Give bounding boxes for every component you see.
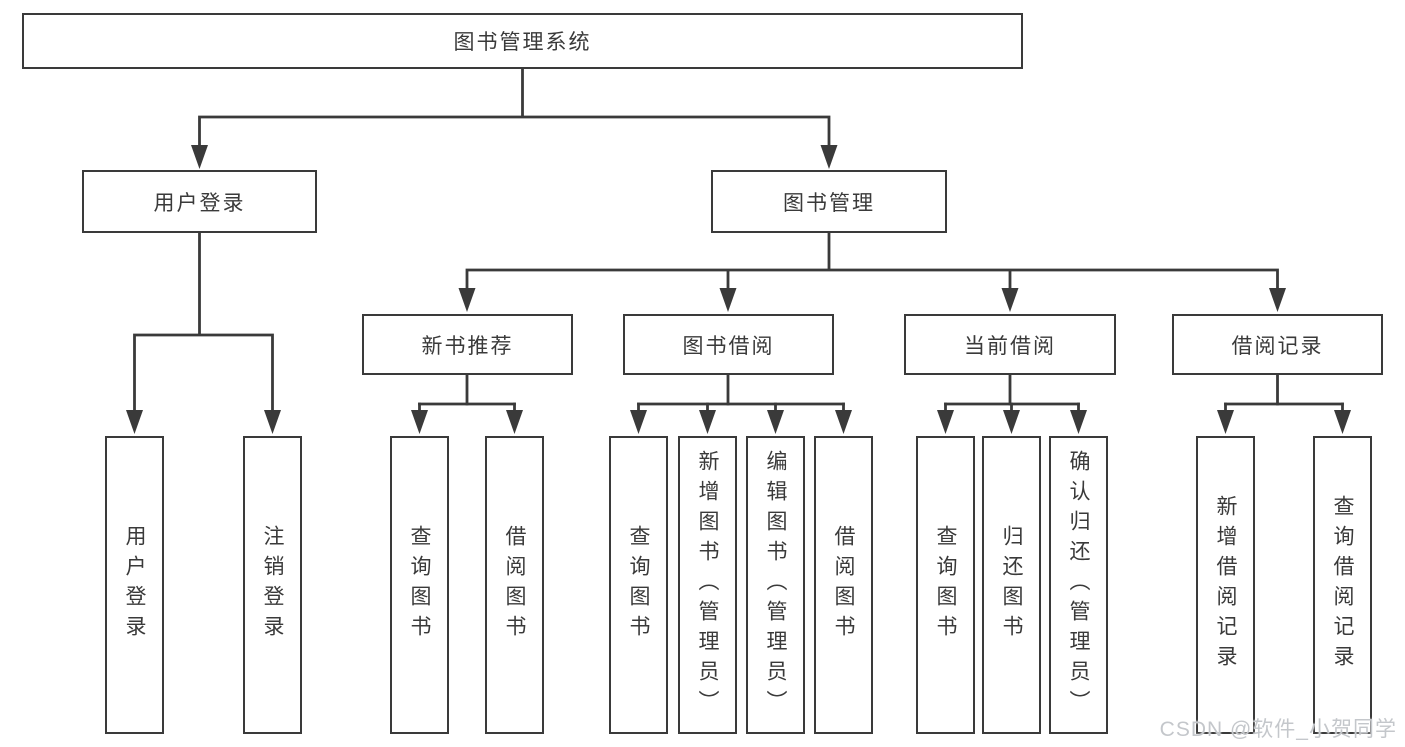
- csdn-watermark: CSDN @软件_小贺同学: [1159, 718, 1397, 741]
- leaf-logout: 注销登录: [243, 436, 302, 734]
- leaf-borrow-books-recommend-label: 借阅图书: [503, 525, 526, 645]
- leaf-query-borrow-record-label: 查询借阅记录: [1331, 495, 1354, 675]
- leaf-confirm-return-admin-label: 确认归还（管理员）: [1067, 450, 1090, 720]
- node-new-book-recommend: 新书推荐: [362, 314, 573, 375]
- node-book-management: 图书管理: [711, 170, 947, 233]
- leaf-user-login-label: 用户登录: [123, 525, 146, 645]
- leaf-logout-label: 注销登录: [261, 525, 284, 645]
- leaf-query-books-borrow: 查询图书: [609, 436, 668, 734]
- leaf-add-books-admin: 新增图书（管理员）: [678, 436, 737, 734]
- node-root-library-system: 图书管理系统: [22, 13, 1023, 69]
- leaf-user-login: 用户登录: [105, 436, 164, 734]
- node-current-borrow: 当前借阅: [904, 314, 1116, 375]
- leaf-query-books-recommend: 查询图书: [390, 436, 449, 734]
- leaf-confirm-return-admin: 确认归还（管理员）: [1049, 436, 1108, 734]
- arrowheads: [126, 145, 1351, 434]
- leaf-borrow-books: 借阅图书: [814, 436, 873, 734]
- leaf-add-borrow-record: 新增借阅记录: [1196, 436, 1255, 734]
- leaf-return-books-label: 归还图书: [1000, 525, 1023, 645]
- leaf-add-borrow-record-label: 新增借阅记录: [1214, 495, 1237, 675]
- node-user-login: 用户登录: [82, 170, 317, 233]
- leaf-query-borrow-record: 查询借阅记录: [1313, 436, 1372, 734]
- leaf-query-books-recommend-label: 查询图书: [408, 525, 431, 645]
- leaf-query-books-current: 查询图书: [916, 436, 975, 734]
- node-book-borrow: 图书借阅: [623, 314, 834, 375]
- leaf-borrow-books-recommend: 借阅图书: [485, 436, 544, 734]
- leaf-edit-books-admin: 编辑图书（管理员）: [746, 436, 805, 734]
- leaf-add-books-admin-label: 新增图书（管理员）: [696, 450, 719, 720]
- node-borrow-record: 借阅记录: [1172, 314, 1383, 375]
- leaf-return-books: 归还图书: [982, 436, 1041, 734]
- leaf-borrow-books-label: 借阅图书: [832, 525, 855, 645]
- leaf-edit-books-admin-label: 编辑图书（管理员）: [764, 450, 787, 720]
- leaf-query-books-current-label: 查询图书: [934, 525, 957, 645]
- leaf-query-books-borrow-label: 查询图书: [627, 525, 650, 645]
